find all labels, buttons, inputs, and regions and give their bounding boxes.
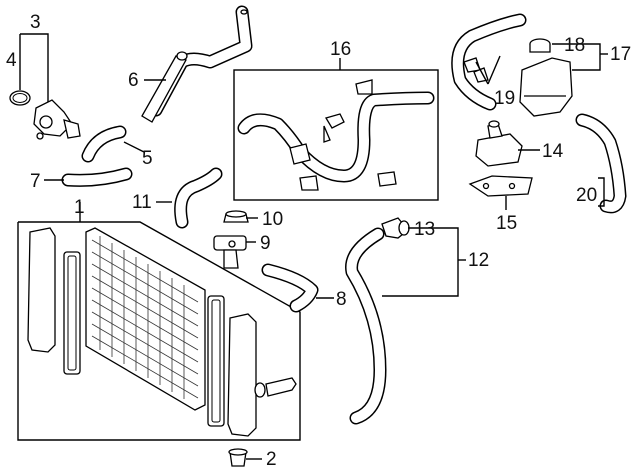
callout-3: 3 xyxy=(30,12,41,33)
callout-8: 8 xyxy=(336,289,347,310)
radiator-cap xyxy=(223,210,249,223)
heater-hose-frame xyxy=(233,69,439,201)
radiator-assembly-frame xyxy=(17,221,301,441)
water-pump xyxy=(475,120,523,167)
radiator-right-gasket xyxy=(207,295,225,427)
hose-7 xyxy=(61,167,133,187)
hose-12 xyxy=(345,227,387,425)
radiator-left-tank xyxy=(27,227,56,353)
callout-19: 19 xyxy=(494,88,515,109)
radiator-assembly-group xyxy=(17,221,301,441)
callout-6: 6 xyxy=(128,70,139,91)
callout-17: 17 xyxy=(610,44,631,65)
hose-8 xyxy=(261,263,319,313)
callout-10: 10 xyxy=(262,209,283,230)
radiator-left-gasket xyxy=(63,251,81,375)
water-outlet-pipe xyxy=(141,5,253,123)
callout-16: 16 xyxy=(330,39,351,60)
callout-18: 18 xyxy=(564,35,585,56)
callout-4: 4 xyxy=(6,50,17,71)
drain-plug xyxy=(228,448,248,467)
radiator-core-fins xyxy=(91,236,199,399)
callout-14: 14 xyxy=(542,141,564,162)
callout-13: 13 xyxy=(414,219,435,240)
callout-9: 9 xyxy=(260,233,271,254)
leader-lines xyxy=(19,33,608,460)
filler-neck xyxy=(213,235,247,269)
hose-11 xyxy=(174,167,223,229)
callout-2: 2 xyxy=(266,449,277,470)
callout-5: 5 xyxy=(142,148,153,169)
elbow-connector xyxy=(381,217,410,239)
bracket xyxy=(468,175,533,197)
callout-7: 7 xyxy=(30,171,41,192)
coolant-reservoir xyxy=(519,38,573,117)
thermostat-housing xyxy=(9,90,81,140)
callout-labels: 1 2 3 4 5 6 7 8 9 10 11 12 13 14 15 16 1… xyxy=(6,12,631,470)
callout-12: 12 xyxy=(468,250,489,271)
drain-o-ring xyxy=(254,382,266,398)
callout-20: 20 xyxy=(576,185,597,206)
hose-5 xyxy=(81,125,127,163)
heater-hose-group xyxy=(233,69,439,201)
callout-11: 11 xyxy=(132,192,152,213)
drain-fitting xyxy=(265,377,297,397)
callout-1: 1 xyxy=(74,197,85,218)
hose-19 xyxy=(451,13,527,111)
radiator-right-tank xyxy=(227,313,257,437)
hose-20 xyxy=(575,113,627,214)
callout-15: 15 xyxy=(496,213,517,234)
